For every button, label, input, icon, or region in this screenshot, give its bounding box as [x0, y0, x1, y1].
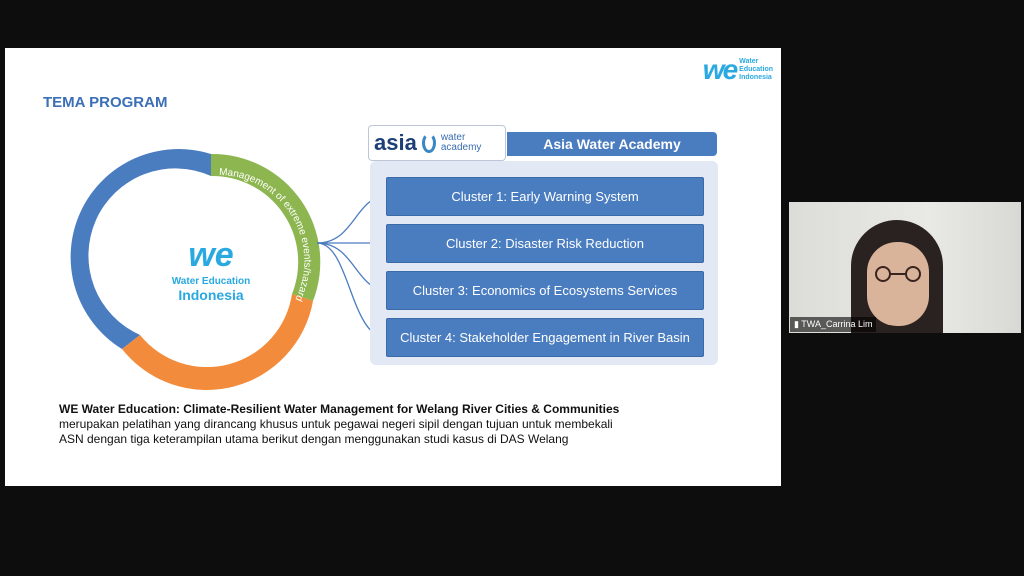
cluster-1: Cluster 1: Early Warning System — [386, 177, 704, 216]
description-line: merupakan pelatihan yang dirancang khusu… — [59, 417, 613, 431]
ring-segment-blue — [70, 149, 211, 349]
participant-name: TWA_Carrina Lim — [801, 319, 873, 329]
logo-water: water — [440, 132, 466, 143]
logo-line: Water — [739, 58, 759, 65]
slide-title: TEMA PROGRAM — [43, 94, 168, 111]
description: WE Water Education: Climate-Resilient Wa… — [59, 402, 619, 447]
description-line: ASN dengan tiga keterampilan utama berik… — [59, 432, 569, 446]
presentation-slide: TEMA PROGRAM we Water Education Indonesi… — [5, 48, 781, 486]
participant-face — [867, 242, 929, 326]
logo-asia: asia — [374, 130, 417, 155]
center-we-mark: we — [188, 236, 233, 274]
ring-label-orange: Development of enabling environment — [5, 48, 283, 361]
participant-video-tile[interactable]: ▮ TWA_Carrina Lim — [789, 202, 1021, 333]
ring-segment-orange — [122, 294, 313, 390]
logo-line: Education — [739, 66, 773, 73]
cluster-3: Cluster 3: Economics of Ecosystems Servi… — [386, 271, 704, 310]
description-heading: WE Water Education: Climate-Resilient Wa… — [59, 402, 620, 416]
logo-line: Indonesia — [739, 74, 772, 81]
cluster-4: Cluster 4: Stakeholder Engagement in Riv… — [386, 318, 704, 357]
theme-ring: Water resource management Management of … — [5, 48, 388, 390]
we-logo: we Water Education Indonesia — [703, 54, 773, 86]
cluster-panel: Cluster 1: Early Warning System Cluster … — [370, 161, 718, 365]
cluster-2: Cluster 2: Disaster Risk Reduction — [386, 224, 704, 263]
svg-text:Development of enabling enviro: Development of enabling environment — [5, 48, 283, 361]
logo-academy: academy — [440, 142, 482, 153]
academy-title: Asia Water Academy — [507, 132, 717, 156]
signal-icon: ▮ — [794, 319, 802, 329]
center-line2: Indonesia — [178, 287, 244, 303]
participant-name-label: ▮ TWA_Carrina Lim — [790, 317, 877, 332]
ring-segment-green — [211, 153, 321, 301]
center-line1: Water Education — [172, 276, 251, 287]
we-logo-mark: we — [702, 54, 738, 85]
glasses — [875, 266, 921, 282]
water-drop-icon — [421, 133, 436, 153]
